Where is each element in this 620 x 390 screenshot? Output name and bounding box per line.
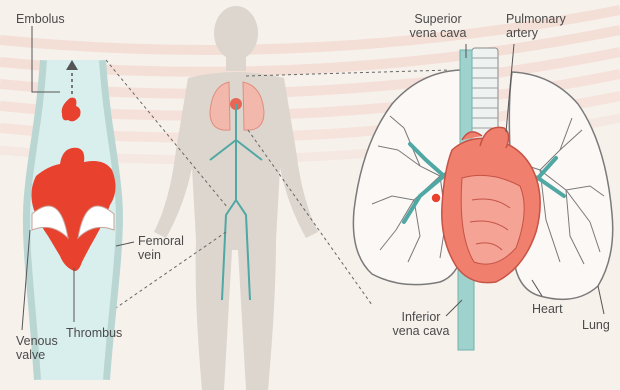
pulmonary-artery-label: Pulmonary artery xyxy=(506,12,566,40)
lung-embolus xyxy=(431,193,441,203)
venous-valve-label: Venous valve xyxy=(16,334,58,362)
embolus-label: Embolus xyxy=(16,12,65,26)
lungs-closeup xyxy=(353,48,612,350)
superior-vena-cava-label: Superior vena cava xyxy=(398,12,478,40)
thrombus-label: Thrombus xyxy=(66,326,122,340)
heart-label: Heart xyxy=(532,302,563,316)
inferior-vena-cava-label: Inferior vena cava xyxy=(384,310,458,338)
femoral-vein-label: Femoral vein xyxy=(138,234,184,262)
lung-label: Lung xyxy=(582,318,610,332)
